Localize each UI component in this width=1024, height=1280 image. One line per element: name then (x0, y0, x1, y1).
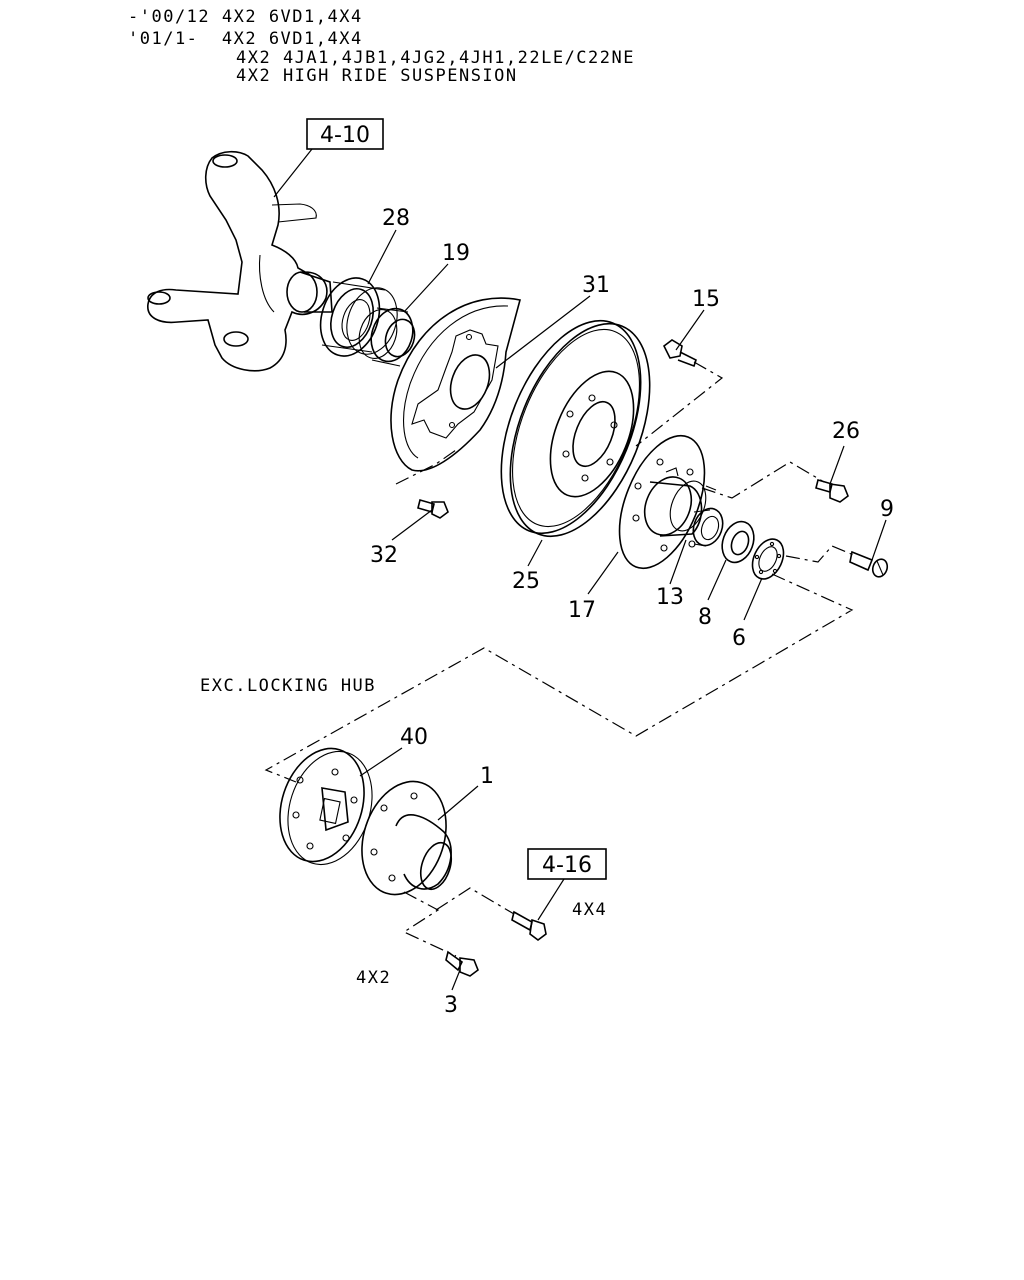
locking-hub-bolt-4x4[interactable] (511, 910, 547, 941)
applicability-line-1: -'00/12 4X2 6VD1,4X4 (128, 7, 363, 27)
callout-1: 1 (480, 764, 494, 789)
applicability-line-4: 4X2 HIGH RIDE SUSPENSION (236, 66, 518, 86)
steering-knuckle[interactable] (147, 150, 333, 372)
part-26-bolt[interactable] (815, 479, 849, 503)
callout-3: 3 (444, 993, 458, 1018)
part-17-wheel-hub[interactable] (602, 424, 721, 581)
note-4x4: 4X4 (572, 900, 607, 920)
reference-label-knuckle: 4-10 (320, 123, 370, 148)
note-exc-locking-hub: EXC.LOCKING HUB (200, 676, 376, 696)
callout-25: 25 (512, 569, 540, 594)
callout-32: 32 (370, 543, 398, 568)
part-8-lock-nut[interactable] (717, 517, 760, 567)
applicability-line-2: '01/1- 4X2 6VD1,4X4 (128, 29, 363, 49)
applicability-line-3: 4X2 4JA1,4JB1,4JG2,4JH1,22LE/C22NE (236, 48, 635, 68)
reference-box-locking-hub[interactable]: 4-16 (527, 848, 607, 880)
locking-hub-leader (537, 878, 565, 921)
callout-leaders (359, 229, 887, 991)
part-40-hub-flange[interactable] (266, 737, 386, 875)
callout-6: 6 (732, 626, 746, 651)
note-4x2: 4X2 (356, 968, 391, 988)
part-1-hub-cap[interactable] (348, 770, 460, 905)
assembly-lines (264, 361, 857, 957)
callout-9: 9 (880, 497, 894, 522)
callout-40: 40 (400, 725, 428, 750)
callout-17: 17 (568, 598, 596, 623)
callout-26: 26 (832, 419, 860, 444)
callout-8: 8 (698, 605, 712, 630)
callout-15: 15 (692, 287, 720, 312)
callout-19: 19 (442, 241, 470, 266)
callout-13: 13 (656, 585, 684, 610)
part-32-bolt[interactable] (417, 499, 449, 519)
knuckle-leader (273, 148, 313, 198)
callout-labels: 28 19 31 15 26 9 32 25 17 13 8 6 40 1 3 (370, 206, 894, 1018)
callout-28: 28 (382, 206, 410, 231)
part-6-lock-washer[interactable] (746, 534, 789, 584)
part-31-dust-shield[interactable] (390, 297, 521, 472)
part-13-outer-bearing[interactable] (688, 504, 727, 549)
part-9-screw[interactable] (849, 550, 890, 579)
part-28-oil-seal[interactable] (311, 270, 405, 363)
part-19-inner-bearing[interactable] (353, 303, 419, 367)
reference-label-locking-hub: 4-16 (542, 853, 592, 878)
part-3-bolt[interactable] (445, 950, 479, 977)
callout-31: 31 (582, 273, 610, 298)
part-25-brake-disc[interactable] (473, 301, 677, 557)
reference-box-knuckle[interactable]: 4-10 (306, 118, 384, 150)
